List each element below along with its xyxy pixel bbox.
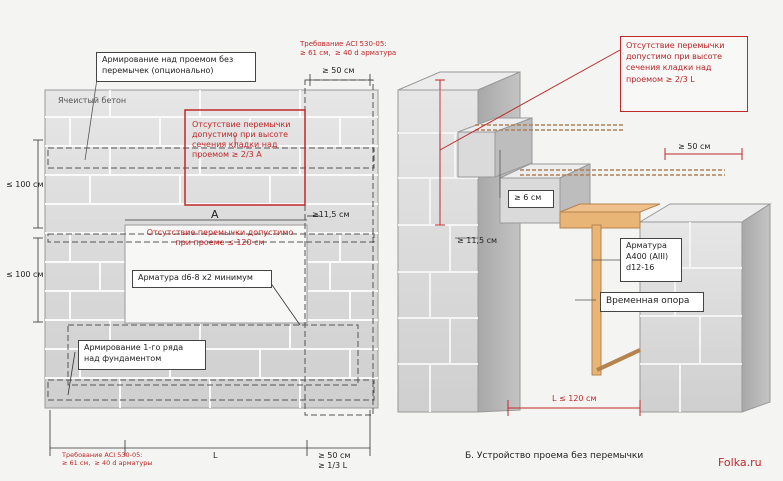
no-lintel-zone	[184, 109, 306, 206]
dim-50-top: ≥ 50 см	[322, 66, 355, 75]
rebar-right-box: Арматура А400 (AIII) d12-16	[620, 238, 682, 282]
dim-6-box: ≥ 6 см	[508, 190, 554, 208]
dim-11-5-right: ≥ 11,5 см	[457, 236, 498, 245]
material-label: Ячеистый бетон	[58, 96, 127, 105]
first-row-box: Армирование 1-го ряда над фундаментом	[78, 340, 206, 370]
temp-support-box: Временная опора	[600, 292, 704, 312]
dim-50-bottom: ≥ 50 см ≥ 1/3 L	[318, 451, 351, 470]
rebar-left-box: Арматура d6-8 x2 минимум	[132, 270, 272, 288]
caption: Б. Устройство проема без перемычки	[465, 451, 644, 461]
dim-11-5-left: ≥11,5 см	[312, 210, 350, 219]
span-L-label: L ≤ 120 см	[552, 394, 597, 403]
dim-50-right: ≥ 50 см	[678, 142, 711, 151]
dim-100-lower: ≤ 100 см	[6, 270, 44, 279]
watermark: Folka.ru	[718, 456, 762, 469]
dim-L: L	[213, 451, 218, 460]
aci-bottom-note: Требование ACI 530-05: ≥ 61 см, ≥ 40 d а…	[62, 451, 153, 468]
no-lintel-note-right: Отсутствие перемычки допустимо при высот…	[620, 36, 748, 112]
span-120-note: Отсутствие перемычки допустимо при проем…	[146, 228, 294, 247]
dim-100-upper: ≤ 100 см	[6, 180, 44, 189]
right-wall-3d	[397, 49, 772, 416]
optional-reinforcement-box: Армирование над проемом без перемычек (о…	[96, 52, 256, 82]
dim-A: A	[211, 208, 219, 221]
no-lintel-note-left: Отсутствие перемычки допустимо при высот…	[192, 120, 291, 159]
aci-top-note: Требование ACI 530-05: ≥ 61 см, ≥ 40 d а…	[300, 40, 397, 57]
